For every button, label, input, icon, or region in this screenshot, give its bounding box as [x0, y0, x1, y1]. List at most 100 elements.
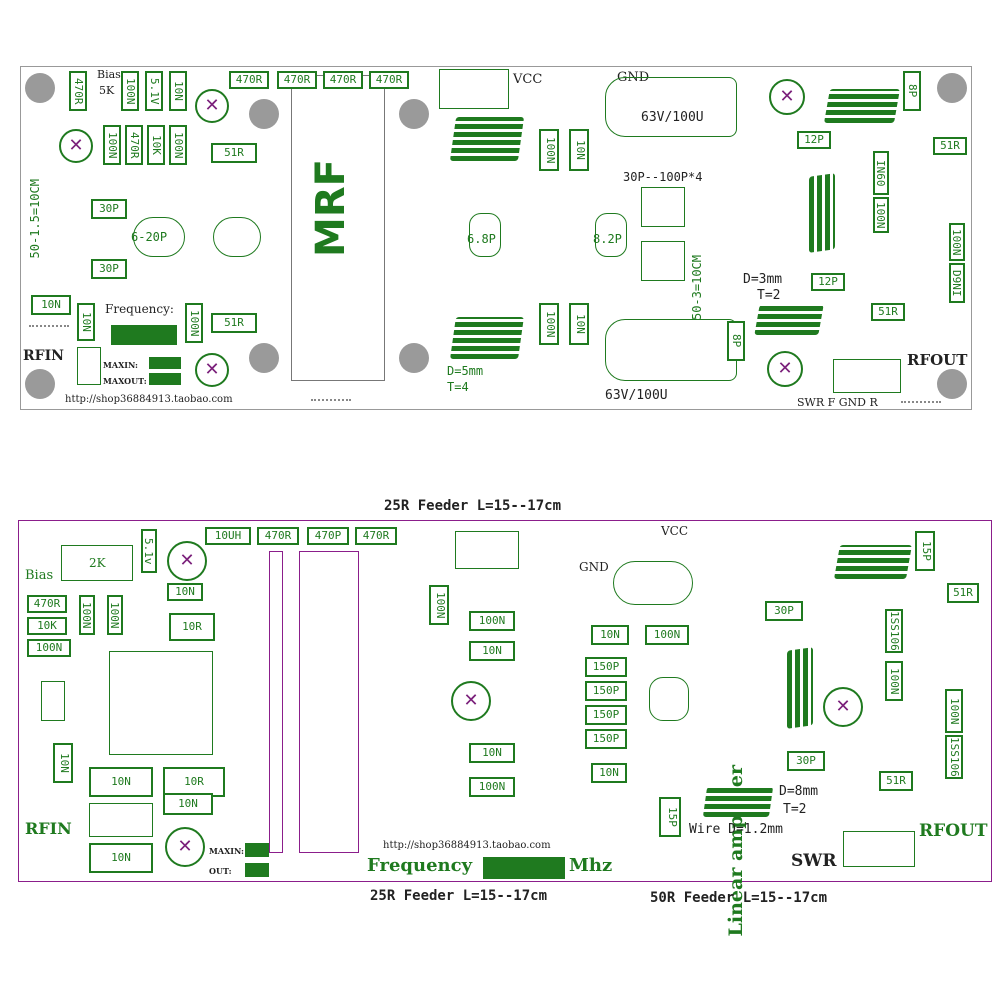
pad-10n: 10N [591, 625, 629, 645]
swr-connector [833, 359, 901, 393]
screw-icon: ✕ [451, 681, 491, 721]
electrolytic-cap [605, 319, 737, 381]
maxout-box [149, 373, 181, 385]
cap-63v-label: 63V/100U [641, 110, 704, 125]
trimmer-cap [213, 217, 261, 257]
bias-label: Bias [97, 68, 121, 81]
pad-in60: IN60 [873, 151, 889, 195]
vcc-label: VCC [513, 72, 543, 87]
pad-15p: 15P [659, 797, 681, 837]
pad-100n: 100N [539, 129, 559, 171]
transformer-core [299, 551, 359, 853]
coil-spec-t: T=2 [783, 802, 807, 817]
pad-100n: 100N [469, 777, 515, 797]
coil-inductor [754, 305, 824, 335]
pad-8p: 8P [727, 321, 745, 361]
swr-connector [843, 831, 915, 867]
pad-470r: 470R [229, 71, 269, 89]
coil-left-spec-1: D=5mm [447, 364, 484, 378]
trimmer-6-20p-label: 6-20P [131, 230, 168, 244]
pad-5.1v: 5.1v [141, 529, 157, 573]
feeder-50-3-label: 50-3=10CM [690, 255, 704, 321]
pad-resistor: 100N [103, 125, 121, 165]
transformer-line [269, 551, 283, 853]
mount-hole [249, 343, 279, 373]
pad-100n: 100N [885, 661, 903, 701]
dotted-trace [901, 401, 941, 403]
pad-51r: 51R [947, 583, 979, 603]
pad-resistor: 470R [125, 125, 143, 165]
pad-100n: 100N [79, 595, 95, 635]
pad-10n: 10N [469, 743, 515, 763]
pad-51r: 51R [933, 137, 967, 155]
component-outline [89, 803, 153, 837]
feeder-50-1.5-label: 50-1.5=10CM [28, 179, 42, 259]
rfout-label: RFOUT [919, 821, 988, 841]
pad-100n: 100N [645, 625, 689, 645]
pad-in60: D9NI [949, 263, 965, 303]
maxin-label: MAXIN: [103, 360, 138, 370]
mount-hole [399, 343, 429, 373]
pad-10n: 10N [89, 767, 153, 797]
out-label: OUT: [209, 866, 232, 876]
cap-63v-label-b: 63V/100U [605, 388, 668, 403]
maxout-label: MAXOUT: [103, 376, 147, 386]
pad-top: 470R [355, 527, 397, 545]
frequency-label: Frequency [367, 855, 473, 876]
mount-hole [937, 73, 967, 103]
pad-470r: 470R [277, 71, 317, 89]
pad-470r: 470R [27, 595, 67, 613]
wire-label: Wire D=1.2mm [689, 822, 783, 837]
pad-470r: 470R [323, 71, 363, 89]
coil-spec-d: D=8mm [779, 784, 819, 799]
swr-label: SWR [791, 851, 837, 871]
pad-100n: 100N [185, 303, 203, 343]
gnd-label: GND [579, 560, 609, 574]
pad-10k: 10K [27, 617, 67, 635]
pad-51r: 51R [879, 771, 913, 791]
swr-label: SWR F GND R [797, 396, 878, 409]
cap-8.2p [595, 213, 627, 257]
coil-right-spec-2: T=2 [757, 288, 781, 303]
pad-150p: 150P [585, 705, 627, 725]
pad-resistor: 470R [69, 71, 87, 111]
frequency-box [483, 857, 565, 879]
pad-10n: 10N [469, 641, 515, 661]
screw-icon: ✕ [195, 353, 229, 387]
pad-10n: 10N [31, 295, 71, 315]
mount-hole [399, 99, 429, 129]
pad-1ss106: 1SS106 [945, 735, 963, 779]
trimmer-cap [649, 677, 689, 721]
pad-12p: 12P [811, 273, 845, 291]
rfin-connector [77, 347, 101, 385]
frequency-box [111, 325, 177, 345]
heatsink-block [109, 651, 213, 755]
pad-resistor: 10N [169, 71, 187, 111]
pad-8p: 8P [903, 71, 921, 111]
pad-30p: 30P [787, 751, 825, 771]
pad-150p: 150P [585, 681, 627, 701]
pad-10n: 10N [167, 583, 203, 601]
feeder-25r-bottom-label: 25R Feeder L=15--17cm [370, 888, 548, 904]
pad-10n: 10N [89, 843, 153, 873]
pad-100n: 100N [107, 595, 123, 635]
cap-6.8p [469, 213, 501, 257]
vcc-choke [439, 69, 509, 109]
pad-10n: 10N [591, 763, 627, 783]
pad-150p: 150P [585, 657, 627, 677]
feeder-25r-top-label: 25R Feeder L=15--17cm [384, 498, 562, 514]
mount-hole [937, 369, 967, 399]
rfout-label: RFOUT [907, 351, 968, 369]
pad-100n: 100N [945, 689, 963, 733]
trim-cap-box [641, 241, 685, 281]
pad-51r: 51R [211, 313, 257, 333]
screw-icon: ✕ [59, 129, 93, 163]
pad-100n: 100N [429, 585, 449, 625]
vcc-choke [455, 531, 519, 569]
pad-1ss106: 1SS106 [885, 609, 903, 653]
cap-6.8p-label: 6.8P [467, 232, 496, 246]
bias-pot [61, 545, 133, 581]
pad-30p: 30P [91, 199, 127, 219]
vcc-label: VCC [661, 524, 689, 538]
shop-url: http://shop36884913.taobao.com [65, 394, 233, 405]
